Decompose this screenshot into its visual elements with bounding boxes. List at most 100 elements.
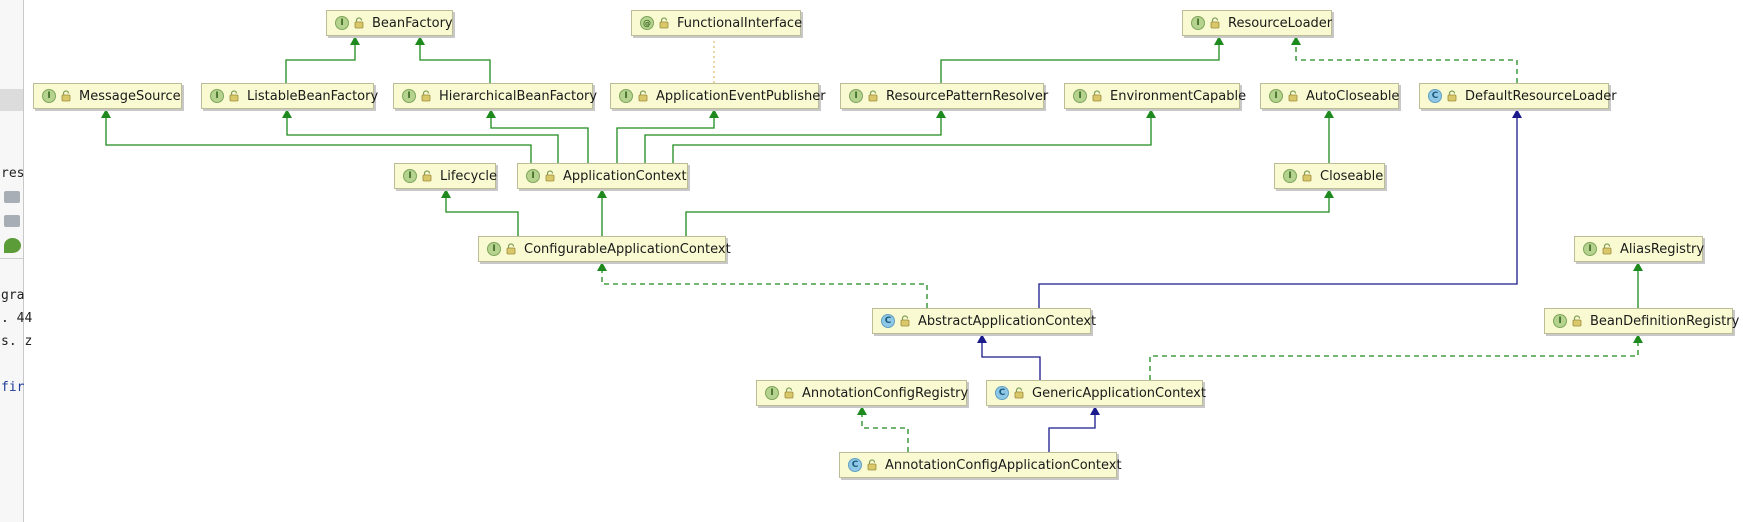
edge-arrowhead [597,189,607,198]
edge-ApplicationContext-to-ApplicationEventPublisher [616,109,715,163]
lock-icon [900,315,910,327]
edge-arrowhead [1324,109,1334,118]
annotation-icon: @ [640,16,654,30]
node-label: BeanFactory [372,15,453,31]
interface-icon: I [849,89,863,103]
node-lifecycle[interactable]: I Lifecycle [394,163,498,189]
edge-HierarchicalBeanFactory-to-BeanFactory [419,36,491,83]
lock-icon [1302,170,1312,182]
node-annotation-config-application-context[interactable]: C AnnotationConfigApplicationContext [839,452,1122,478]
node-default-resource-loader[interactable]: C DefaultResourceLoader [1419,83,1617,109]
lock-icon [506,243,516,255]
node-abstract-application-context[interactable]: C AbstractApplicationContext [872,308,1096,334]
edge-arrowhead [282,109,292,118]
node-label: ConfigurableApplicationContext [524,241,731,257]
node-label: EnvironmentCapable [1110,88,1247,104]
node-resource-pattern-resolver[interactable]: I ResourcePatternResolver [840,83,1048,109]
lock-icon [1092,90,1102,102]
node-environment-capable[interactable]: I EnvironmentCapable [1064,83,1246,109]
lock-icon [1447,90,1457,102]
node-label: ResourceLoader [1228,15,1333,31]
lock-icon [61,90,71,102]
edge-ResourcePatternResolver-to-ResourceLoader [940,36,1220,83]
panel-divider [0,258,23,259]
node-label: Closeable [1320,168,1384,184]
interface-icon: I [526,169,540,183]
node-label: MessageSource [79,88,181,104]
edge-arrowhead [936,109,946,118]
interface-icon: I [1269,89,1283,103]
edge-GenericApplicationContext-to-BeanDefinitionRegistry [1149,334,1639,380]
folder-icon[interactable] [4,191,20,203]
edge-DefaultResourceLoader-to-ResourceLoader [1295,36,1518,83]
edge-arrowhead [1512,109,1522,118]
edge-ListableBeanFactory-to-BeanFactory [285,36,356,83]
node-bean-factory[interactable]: I BeanFactory [326,10,453,36]
edge-AnnotationConfigApplicationContext-to-AnnotationConfigRegistry [861,406,909,452]
edge-AnnotationConfigApplicationContext-to-GenericApplicationContext [1048,406,1096,452]
node-application-event-publisher[interactable]: I ApplicationEventPublisher [610,83,826,109]
node-label: DefaultResourceLoader [1465,88,1617,104]
edge-arrowhead [415,36,425,45]
selected-row[interactable] [0,89,23,111]
node-label: AliasRegistry [1620,241,1705,257]
spring-leaf-icon [4,238,21,253]
interface-icon: I [210,89,224,103]
edge-arrowhead [597,262,607,271]
node-auto-closeable[interactable]: I AutoCloseable [1260,83,1399,109]
node-label: BeanDefinitionRegistry [1590,313,1740,329]
edge-arrowhead [1146,109,1156,118]
lock-icon [1602,243,1612,255]
node-label: ResourcePatternResolver [886,88,1049,104]
lock-icon [422,170,432,182]
lock-icon [638,90,648,102]
edge-arrowhead [350,36,360,45]
interface-icon: I [619,89,633,103]
edge-arrowhead [1291,36,1301,45]
node-application-context[interactable]: I ApplicationContext [517,163,688,189]
lock-icon [1210,17,1220,29]
edge-arrowhead [1633,334,1643,343]
editor-text-fragment: s. z [1,334,33,349]
node-label: Lifecycle [440,168,498,184]
editor-text-fragment: res [1,166,25,181]
node-listable-bean-factory[interactable]: I ListableBeanFactory [201,83,378,109]
lock-icon [1014,387,1024,399]
node-closeable[interactable]: I Closeable [1274,163,1385,189]
edge-arrowhead [1324,189,1334,198]
node-annotation-config-registry[interactable]: I AnnotationConfigRegistry [756,380,969,406]
interface-icon: I [1283,169,1297,183]
node-generic-application-context[interactable]: C GenericApplicationContext [986,380,1206,406]
folder-icon[interactable] [4,215,20,227]
lock-icon [659,17,669,29]
node-functional-interface[interactable]: @ FunctionalInterface [631,10,803,36]
node-resource-loader[interactable]: I ResourceLoader [1182,10,1332,36]
editor-side-panel: res gra . 44 s. z fir [0,0,32,522]
lock-icon [354,17,364,29]
node-configurable-application-context[interactable]: I ConfigurableApplicationContext [478,236,731,262]
node-label: HierarchicalBeanFactory [439,88,598,104]
edge-GenericApplicationContext-to-AbstractApplicationContext [981,334,1041,380]
edge-ApplicationContext-to-EnvironmentCapable [672,109,1152,163]
node-message-source[interactable]: I MessageSource [33,83,182,109]
node-label: AnnotationConfigRegistry [802,385,969,401]
lock-icon [421,90,431,102]
edge-arrowhead [1633,262,1643,271]
edge-ApplicationContext-to-HierarchicalBeanFactory [490,109,589,163]
lock-icon [1288,90,1298,102]
class-icon: C [848,458,862,472]
edge-arrowhead [101,109,111,118]
lock-icon [545,170,555,182]
node-bean-definition-registry[interactable]: I BeanDefinitionRegistry [1544,308,1739,334]
editor-text-fragment: . 44 [1,311,33,326]
class-icon: C [995,386,1009,400]
node-label: FunctionalInterface [677,15,803,31]
edge-arrowhead [1214,36,1224,45]
node-hierarchical-bean-factory[interactable]: I HierarchicalBeanFactory [393,83,597,109]
interface-icon: I [42,89,56,103]
edge-AbstractApplicationContext-to-ConfigurableApplicationContext [601,262,928,308]
node-label: GenericApplicationContext [1032,385,1206,401]
node-alias-registry[interactable]: I AliasRegistry [1574,236,1705,262]
node-label: ApplicationEventPublisher [656,88,826,104]
